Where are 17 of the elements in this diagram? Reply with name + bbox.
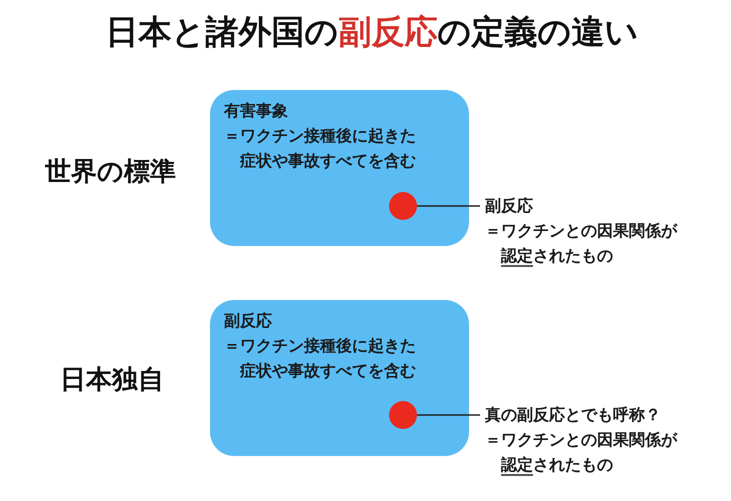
panel-description: ＝ワクチン接種後に起きた症状や事故すべてを含む bbox=[224, 125, 417, 172]
callout-heading: 真の副反応とでも呼称？ bbox=[485, 404, 661, 426]
dot-marker bbox=[389, 401, 417, 429]
rounded-panel bbox=[210, 90, 469, 246]
callout-heading: 副反応 bbox=[485, 195, 533, 217]
row-label: 世界の標準 bbox=[45, 156, 176, 188]
callout-description: ＝ワクチンとの因果関係が認定されたもの bbox=[485, 220, 678, 267]
leader-line bbox=[417, 205, 480, 207]
callout-description: ＝ワクチンとの因果関係が認定されたもの bbox=[485, 429, 678, 476]
panel-heading: 副反応 bbox=[224, 310, 272, 332]
row-label: 日本独自 bbox=[60, 364, 164, 396]
rounded-panel bbox=[210, 300, 469, 456]
panel-heading: 有害事象 bbox=[224, 100, 288, 122]
panel-description: ＝ワクチン接種後に起きた症状や事故すべてを含む bbox=[224, 335, 417, 382]
leader-line bbox=[417, 414, 480, 416]
dot-marker bbox=[389, 192, 417, 220]
title: 日本と諸外国の副反応の定義の違い bbox=[106, 12, 638, 52]
